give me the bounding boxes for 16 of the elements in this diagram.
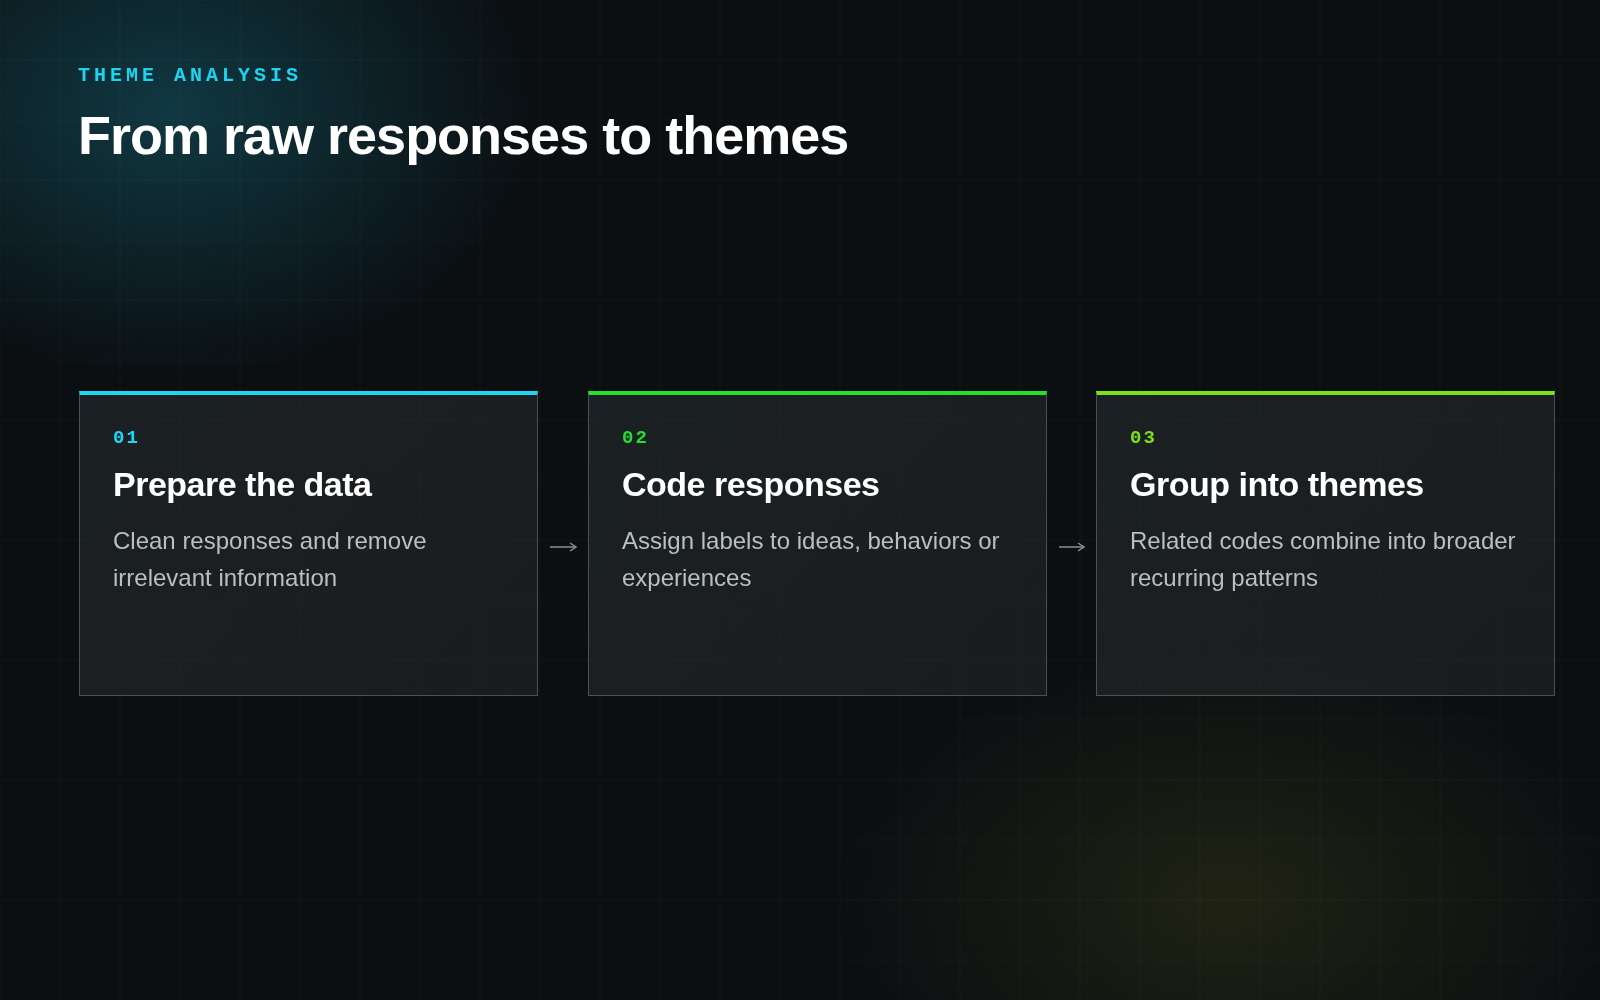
section-kicker: THEME ANALYSIS	[78, 64, 303, 87]
step-description: Assign labels to ideas, behaviors or experiences	[622, 526, 1001, 593]
step-number: 02	[622, 427, 649, 449]
title: From raw responses to themes	[78, 104, 849, 166]
step-heading: Group into themes	[1130, 465, 1424, 504]
step-heading: Prepare the data	[113, 465, 372, 504]
arrow	[549, 542, 577, 552]
step-description: Clean responses and remove irrelevant information	[113, 526, 428, 593]
step-number: 03	[1130, 427, 1157, 449]
step-card	[1096, 391, 1555, 696]
step-number: 01	[113, 427, 140, 449]
step-card	[79, 391, 538, 696]
step-description: Related codes combine into broader recurring patterns	[1130, 526, 1517, 593]
step-card	[588, 391, 1047, 696]
step-heading: Code responses	[622, 465, 880, 504]
arrow	[1058, 542, 1085, 552]
